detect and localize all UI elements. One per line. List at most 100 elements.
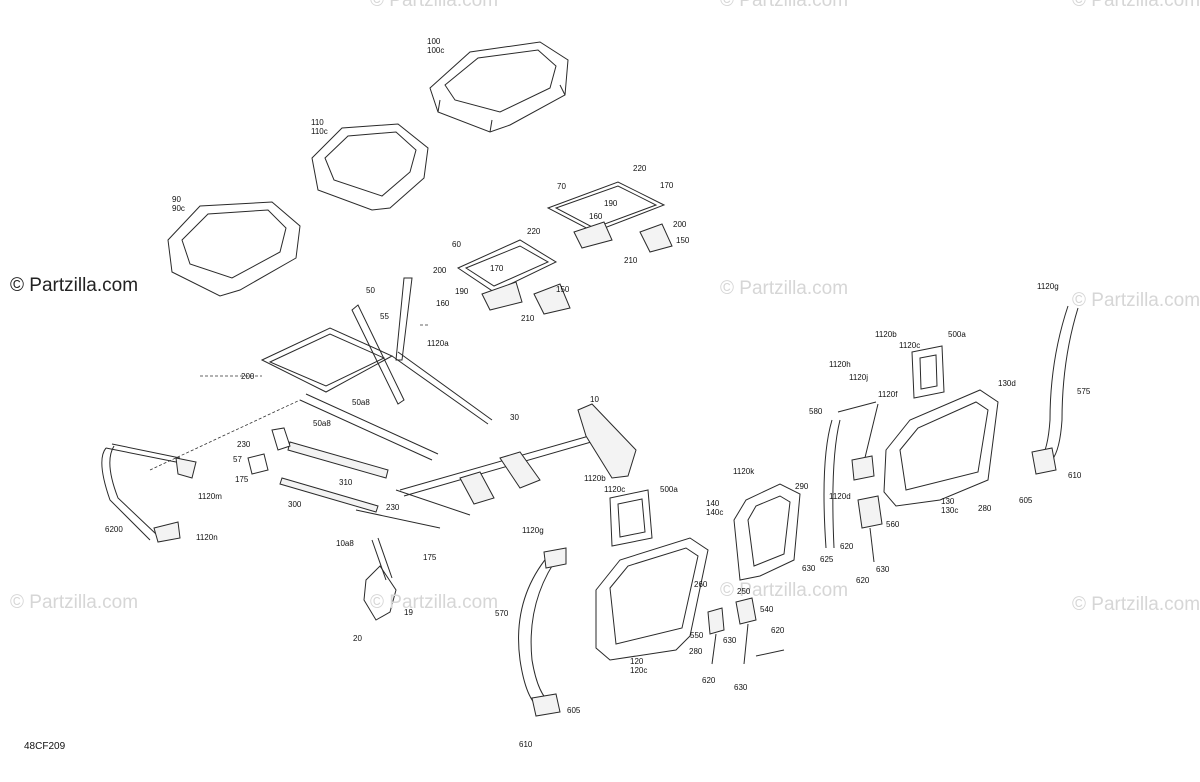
seat-frame-60 [456,239,571,315]
callout-620: 620 [856,576,870,585]
backrest-130 [883,389,999,507]
diagram-code: 48CF209 [24,741,66,752]
callout-6200: 6200 [105,525,123,534]
callout-50a8: 50a8 [313,419,331,428]
callout-300: 300 [288,500,302,509]
callout-30: 30 [510,413,519,422]
callout-250: 250 [737,587,751,596]
callout-1120h: 1120h [829,360,851,369]
callout-140: 140 140c [706,499,724,517]
callout-500a: 500a [660,485,678,494]
callout-210: 210 [624,256,638,265]
callout-310: 310 [339,478,353,487]
callout-1120d: 1120d [829,492,851,501]
callout-1120g: 1120g [1037,282,1059,291]
callout-620: 620 [840,542,854,551]
callout-110: 110 110c [311,118,328,136]
seat-belt-580 [823,401,879,549]
callout-630: 630 [802,564,816,573]
callout-1120a: 1120a [427,339,449,348]
callout-50: 50 [366,286,375,295]
callout-280: 280 [689,647,703,656]
callout-540: 540 [760,605,774,614]
backrest-120 [595,537,709,661]
callout-620: 620 [702,676,716,685]
callout-1120b: 1120b [875,330,897,339]
callout-620: 620 [771,626,785,635]
watermark: © Partzilla.com [720,0,849,11]
callout-130d: 130d [998,379,1016,388]
callout-170: 170 [660,181,674,190]
watermark: © Partzilla.com [1072,0,1200,11]
callout-610: 610 [519,740,533,749]
buckle-540 [735,597,757,665]
seat-cushion-100 [429,41,569,133]
support-bar-10 [355,403,637,529]
callout-1120j: 1120j [849,373,868,382]
brand-text: © Partzilla.com [10,275,139,296]
callout-260: 260 [694,580,708,589]
callout-20: 20 [353,634,362,643]
seat-base-frame-50 [260,277,493,461]
callout-19: 19 [404,608,413,617]
callout-560: 560 [886,520,900,529]
watermark: © Partzilla.com [10,592,139,613]
callout-57: 57 [233,455,242,464]
callout-200: 200 [433,266,447,275]
callout-625: 625 [820,555,834,564]
callout-10: 10 [590,395,599,404]
rail-310 [287,441,389,479]
callout-200: 200 [241,372,255,381]
belt-strap-620 [755,649,785,657]
callout-1120k: 1120k [733,467,755,476]
callout-10a8: 10a8 [336,539,354,548]
callout-200: 200 [673,220,687,229]
callout-500a: 500a [948,330,966,339]
callout-230: 230 [386,503,400,512]
backrest-pad-500a-left [609,489,653,547]
callout-1120f: 1120f [878,390,898,399]
grab-bar-6200 [101,443,197,543]
callout-100: 100 100c [427,37,445,55]
buckle-560 [857,495,883,563]
callout-210: 210 [521,314,535,323]
callout-230: 230 [237,440,251,449]
callout-220: 220 [527,227,541,236]
callout-610: 610 [1068,471,1082,480]
callout-190: 190 [455,287,469,296]
seat-cushion-110 [311,123,429,211]
callout-605: 605 [1019,496,1033,505]
callout-570: 570 [495,609,509,618]
latch-230 [247,427,291,475]
callout-1120m: 1120m [198,492,222,501]
seat-belt-570 [518,547,567,717]
callout-580: 580 [809,407,823,416]
callout-60: 60 [452,240,461,249]
callout-55: 55 [380,312,389,321]
rail-300 [279,477,379,513]
callout-220: 220 [633,164,647,173]
callout-1120g: 1120g [522,526,544,535]
callout-575: 575 [1077,387,1091,396]
watermark: © Partzilla.com [720,580,849,601]
callout-120: 120 120c [630,657,648,675]
callout-630: 630 [723,636,737,645]
backrest-pad-500a-right [911,345,945,399]
callout-1120b: 1120b [584,474,606,483]
callout-175: 175 [235,475,249,484]
callout-190: 190 [604,199,618,208]
buckle-550 [707,607,725,665]
callout-280: 280 [978,504,992,513]
callout-630: 630 [734,683,748,692]
callout-630: 630 [876,565,890,574]
callout-50a8: 50a8 [352,398,370,407]
callout-175: 175 [423,553,437,562]
callout-70: 70 [557,182,566,191]
callout-150: 150 [556,285,570,294]
watermark: © Partzilla.com [370,0,499,11]
backrest-140 [733,483,801,581]
seat-cushion-90 [167,201,301,297]
callout-130: 130 130c [941,497,959,515]
